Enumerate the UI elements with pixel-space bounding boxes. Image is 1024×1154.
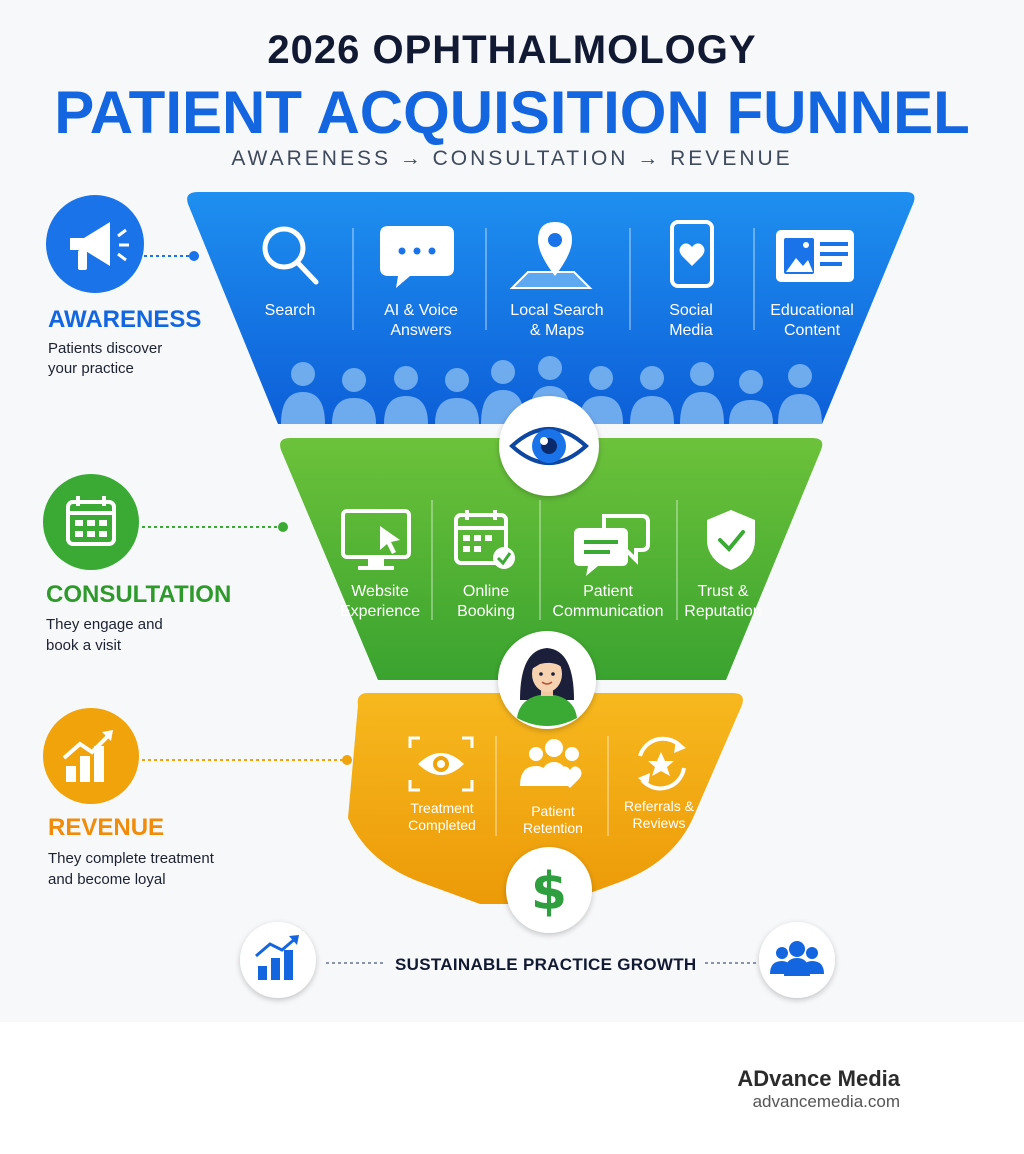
channel-search: Search — [264, 302, 316, 319]
chat-bubble-icon — [380, 226, 454, 288]
title-line-1: 2026 OPHTHALMOLOGY — [267, 28, 757, 72]
channel-website-experience: Website Experience — [339, 583, 421, 620]
stage-label-awareness: AWARENESS — [48, 306, 202, 333]
channel-educational-content: Educational Content — [770, 302, 854, 339]
channel-trust-reputation: Trust & Reputation — [684, 583, 762, 620]
channel-online-booking: Online Booking — [457, 583, 515, 620]
channel-treatment-completed: Treatment Completed — [408, 800, 476, 833]
stage-desc-revenue-line2: and become loyal — [48, 871, 166, 888]
chat-bubbles-icon — [574, 514, 650, 576]
brand-url: advancemedia.com — [752, 1092, 900, 1111]
stage-desc-awareness-line1: Patients discover — [48, 340, 163, 357]
stage-desc-awareness-line2: your practice — [48, 360, 134, 377]
channel-ai-voice: AI & Voice Answers — [384, 302, 458, 339]
content-card-icon — [776, 230, 854, 282]
monitor-cursor-icon — [341, 509, 411, 570]
growth-label: SUSTAINABLE PRACTICE GROWTH — [395, 955, 697, 974]
svg-text:$: $ — [531, 862, 567, 922]
funnel-graphic: $ — [43, 192, 915, 998]
channel-referrals-reviews: Referrals & Reviews — [623, 798, 695, 831]
growth-bars-icon — [240, 922, 316, 998]
subtitle: AWARENESS → CONSULTATION → REVENUE — [231, 147, 793, 170]
channel-patient-communication: Patient Communication — [552, 583, 664, 620]
stage-desc-revenue-line1: They complete treatment — [48, 850, 214, 867]
star-cycle-icon — [638, 736, 686, 791]
title-line-2: PATIENT ACQUISITION FUNNEL — [54, 79, 970, 146]
map-pin-icon — [509, 222, 593, 289]
awareness-band — [187, 192, 915, 424]
megaphone-icon — [46, 195, 144, 293]
stage-desc-consultation-line2: book a visit — [46, 637, 122, 654]
community-icon — [759, 922, 835, 998]
eye-icon — [499, 396, 599, 496]
patient-avatar-icon — [498, 631, 596, 729]
calendar-icon — [43, 474, 139, 570]
brand-name: ADvance Media — [737, 1066, 900, 1091]
group-heart-icon — [520, 739, 582, 788]
phone-heart-icon — [670, 220, 714, 288]
dollar-icon: $ — [506, 847, 592, 933]
stage-label-revenue: REVENUE — [48, 814, 165, 841]
channel-local-search: Local Search & Maps — [510, 302, 604, 339]
stage-desc-consultation-line1: They engage and — [46, 616, 163, 633]
magnifier-icon — [262, 226, 319, 285]
channel-patient-retention: Patient Retention — [523, 803, 583, 836]
growth-chart-icon — [43, 708, 139, 804]
channel-social-media: Social Media — [669, 302, 713, 339]
consultation-band — [280, 438, 823, 680]
stage-label-consultation: CONSULTATION — [46, 581, 232, 608]
calendar-check-icon — [454, 510, 515, 569]
eye-scan-icon — [408, 736, 474, 792]
shield-check-icon — [707, 510, 755, 570]
